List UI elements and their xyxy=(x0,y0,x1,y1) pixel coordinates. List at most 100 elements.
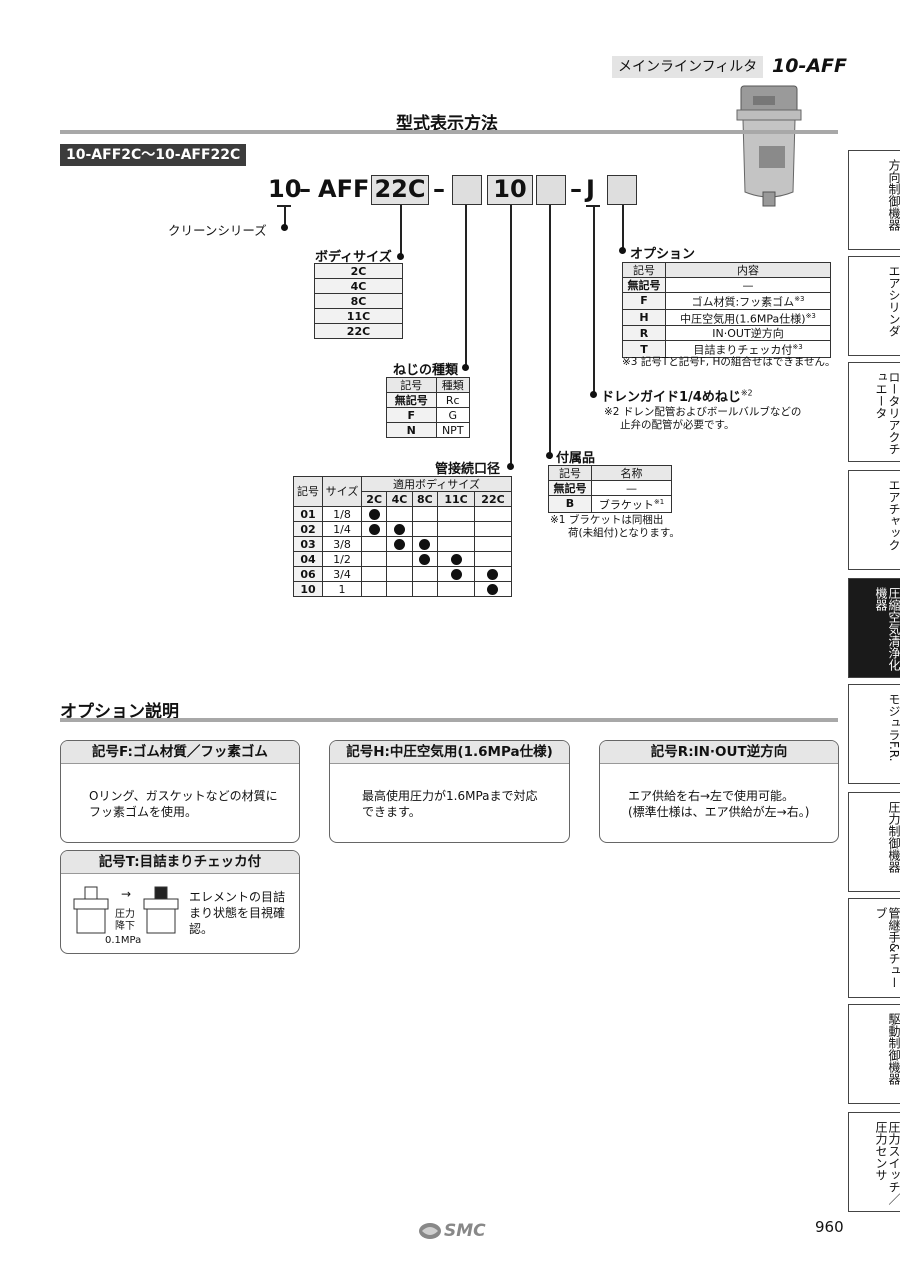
option-box-f: 記号F:ゴム材質／フッ素ゴム Oリング、ガスケットなどの材質に フッ素ゴムを使用… xyxy=(60,740,300,843)
table-cell: 22C xyxy=(314,323,403,339)
side-tab-label: 方向制御機器 xyxy=(887,159,900,231)
table-cell: 中圧空気用(1.6MPa仕様)※3 xyxy=(665,308,831,327)
table-cell: ゴム材質:フッ素ゴム※3 xyxy=(665,292,831,310)
category-label: メインラインフィルタ xyxy=(612,56,764,78)
code-size-box: 22C xyxy=(371,175,429,205)
arrow-glyph: → xyxy=(121,887,132,901)
accessory-note: ※1 ブラケットは同梱出 xyxy=(550,514,664,526)
table-header: 記号 xyxy=(548,465,592,481)
port-size-title: 管接続口径 xyxy=(435,462,501,477)
side-tab[interactable]: 圧力制御機器 xyxy=(848,792,900,892)
option-box-text: 認。 xyxy=(189,922,214,936)
table-cell: 無記号 xyxy=(386,392,437,408)
table-cell xyxy=(473,506,513,522)
table-cell: 10 xyxy=(293,581,323,597)
table-cell xyxy=(473,551,513,567)
side-tab[interactable]: エアチャック xyxy=(848,470,900,570)
option-box-text: エレメントの目詰 xyxy=(189,890,286,904)
side-tab[interactable]: モジュラF.R. xyxy=(848,684,900,784)
table-cell xyxy=(473,536,513,552)
table-cell xyxy=(437,536,475,552)
smc-logo-icon xyxy=(419,1223,441,1239)
available-mark xyxy=(487,569,499,580)
option-box-title: 記号T:目詰まりチェッカ付 xyxy=(61,851,299,874)
clean-series-label: クリーンシリーズ xyxy=(168,223,267,238)
table-cell xyxy=(360,506,388,522)
checker-before-icon xyxy=(73,886,109,934)
table-cell: 4C xyxy=(314,278,403,294)
option-box-r: 記号R:IN·OUT逆方向 エア供給を右→左で使用可能。 (標準仕様は、エア供給… xyxy=(599,740,839,843)
table-cell: Rc xyxy=(435,392,470,408)
available-mark xyxy=(487,584,499,595)
table-cell: R xyxy=(622,325,666,342)
option-title: オプション xyxy=(630,247,696,262)
table-cell xyxy=(360,551,388,567)
pressure-drop-text: 圧力 xyxy=(115,909,135,920)
table-cell: 01 xyxy=(293,506,323,522)
available-mark xyxy=(394,539,406,550)
option-box-text: Oリング、ガスケットなどの材質に xyxy=(89,789,278,803)
cell-text: ブラケット xyxy=(598,498,654,512)
options-title: オプション説明 xyxy=(60,702,179,722)
table-header: 種類 xyxy=(435,377,470,393)
table-cell: F xyxy=(386,407,437,423)
table-cell xyxy=(437,506,475,522)
table-header: 記号 xyxy=(622,262,666,278)
table-cell xyxy=(437,551,475,567)
section-rule xyxy=(60,130,838,134)
side-tab[interactable]: ロータリアクチュエータ xyxy=(848,362,900,462)
table-cell: B xyxy=(548,495,592,513)
table-cell xyxy=(386,551,413,567)
table-cell xyxy=(411,551,439,567)
option-box-text: (標準仕様は、エア供給が左→右。) xyxy=(628,805,810,819)
option-box-text: エア供給を右→左で使用可能。 xyxy=(628,789,795,803)
side-tab[interactable]: エアシリンダ xyxy=(848,256,900,356)
cell-text: 中圧空気用(1.6MPa仕様) xyxy=(680,312,806,326)
side-tab[interactable]: 圧力スイッチ／圧力センサ xyxy=(848,1112,900,1212)
side-tab[interactable]: 圧縮空気清浄化機器 xyxy=(848,578,900,678)
table-cell: — xyxy=(665,277,831,293)
code-port-box: 10 xyxy=(487,175,533,205)
table-cell: 8C xyxy=(314,293,403,309)
side-tab-label: ロータリアクチュエータ xyxy=(874,371,900,455)
table-cell: F xyxy=(622,292,666,310)
side-tab[interactable]: 方向制御機器 xyxy=(848,150,900,250)
side-tab-label: エアシリンダ xyxy=(887,265,900,337)
table-cell: 無記号 xyxy=(622,277,666,293)
table-cell: 目詰まりチェッカ付※3 xyxy=(665,340,831,358)
option-box-text: できます。 xyxy=(362,805,421,819)
table-cell: 04 xyxy=(293,551,323,567)
table-cell xyxy=(411,506,439,522)
table-cell: H xyxy=(622,308,666,327)
table-header: 内容 xyxy=(665,262,831,278)
side-tab-label: エアチャック xyxy=(887,479,900,551)
code-suffix: J xyxy=(586,175,595,203)
table-cell: 1 xyxy=(322,581,362,597)
product-image xyxy=(736,85,802,207)
side-tab-label: 駆動制御機器 xyxy=(887,1013,900,1085)
side-tab-label: 圧力スイッチ／圧力センサ xyxy=(874,1121,900,1205)
table-cell: 1/4 xyxy=(322,521,362,537)
table-cell xyxy=(411,536,439,552)
side-tab[interactable]: 駆動制御機器 xyxy=(848,1004,900,1104)
option-box-h: 記号H:中圧空気用(1.6MPa仕様) 最高使用圧力が1.6MPaまで対応 でき… xyxy=(329,740,570,843)
table-cell xyxy=(473,566,513,582)
table-cell: 02 xyxy=(293,521,323,537)
table-cell xyxy=(386,581,413,597)
table-header: 適用ボディサイズ xyxy=(361,476,512,492)
footnote-mark: ※2 xyxy=(740,388,753,398)
side-tab[interactable]: 管継手&チューブ xyxy=(848,898,900,998)
pressure-drop-value: 0.1MPa xyxy=(105,935,142,946)
option-box-title: 記号F:ゴム材質／フッ素ゴム xyxy=(61,741,299,764)
table-header: 22C xyxy=(473,491,513,507)
table-cell xyxy=(360,536,388,552)
pressure-drop-text: 降下 xyxy=(115,921,135,932)
body-size-table: 2C 4C 8C 11C 22C xyxy=(314,263,403,339)
